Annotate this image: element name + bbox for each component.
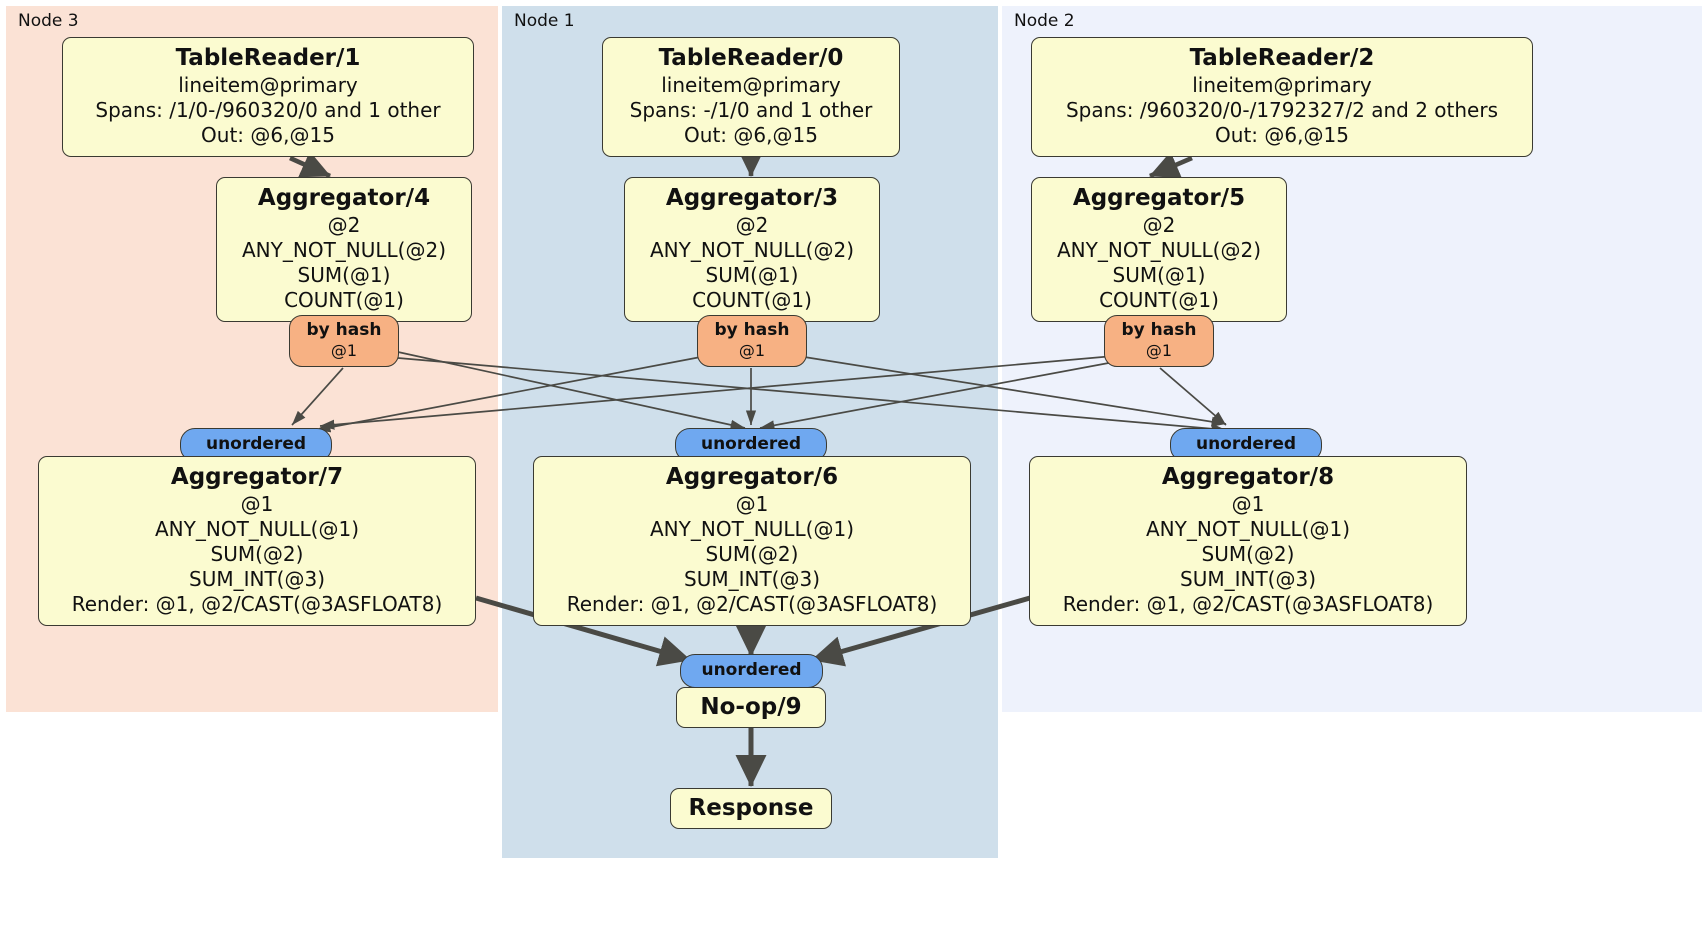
processor-detail-out: Out: @6,@15 [1215, 123, 1349, 147]
processor-detail-spans: Spans: /1/0-/960320/0 and 1 other [95, 98, 441, 122]
processor-detail-agg2: SUM(@2) [705, 542, 799, 566]
processor-title: Aggregator/8 [1161, 464, 1335, 490]
processor-aggregator-5[interactable]: Aggregator/5 @2 ANY_NOT_NULL(@2) SUM(@1)… [1031, 177, 1287, 322]
processor-title: TableReader/0 [658, 45, 844, 71]
processor-detail-table: lineitem@primary [1192, 73, 1372, 97]
processor-detail-agg1: ANY_NOT_NULL(@2) [650, 238, 854, 262]
processor-aggregator-8[interactable]: Aggregator/8 @1 ANY_NOT_NULL(@1) SUM(@2)… [1029, 456, 1467, 626]
processor-detail-spans: Spans: -/1/0 and 1 other [629, 98, 873, 122]
processor-detail-groupcol: @1 [1231, 492, 1265, 516]
processor-title: Aggregator/3 [665, 185, 839, 211]
processor-detail-agg2: SUM(@2) [210, 542, 304, 566]
processor-detail-render: Render: @1, @2/CAST(@3ASFLOAT8) [1062, 592, 1434, 616]
processor-detail-spans: Spans: /960320/0-/1792327/2 and 2 others [1065, 98, 1498, 122]
synchronizer-unordered-final[interactable]: unordered [680, 654, 823, 688]
processor-detail-out: Out: @6,@15 [201, 123, 335, 147]
processor-title: Aggregator/4 [257, 185, 431, 211]
router-column: @1 [738, 341, 766, 360]
processor-detail-agg3: COUNT(@1) [1099, 288, 1219, 312]
processor-aggregator-7[interactable]: Aggregator/7 @1 ANY_NOT_NULL(@1) SUM(@2)… [38, 456, 476, 626]
processor-detail-agg1: ANY_NOT_NULL(@1) [650, 517, 854, 541]
node-label-node2: Node 2 [1014, 11, 1075, 31]
processor-detail-agg2: SUM(@1) [297, 263, 391, 287]
router-by-hash-left[interactable]: by hash @1 [289, 315, 399, 367]
processor-table-reader-1[interactable]: TableReader/1 lineitem@primary Spans: /1… [62, 37, 474, 157]
processor-table-reader-2[interactable]: TableReader/2 lineitem@primary Spans: /9… [1031, 37, 1533, 157]
router-by-hash-center[interactable]: by hash @1 [697, 315, 807, 367]
processor-detail-table: lineitem@primary [178, 73, 358, 97]
processor-aggregator-3[interactable]: Aggregator/3 @2 ANY_NOT_NULL(@2) SUM(@1)… [624, 177, 880, 322]
processor-title: Aggregator/6 [665, 464, 839, 490]
processor-detail-agg3: COUNT(@1) [692, 288, 812, 312]
processor-title: TableReader/2 [1189, 45, 1375, 71]
processor-detail-agg2: SUM(@1) [1112, 263, 1206, 287]
node-label-node1: Node 1 [514, 11, 575, 31]
processor-title: Aggregator/7 [170, 464, 344, 490]
router-by-hash-right[interactable]: by hash @1 [1104, 315, 1214, 367]
node-label-node3: Node 3 [18, 11, 79, 31]
processor-detail-agg3: SUM_INT(@3) [189, 567, 325, 591]
processor-detail-table: lineitem@primary [661, 73, 841, 97]
processor-detail-groupcol: @2 [735, 213, 769, 237]
processor-table-reader-0[interactable]: TableReader/0 lineitem@primary Spans: -/… [602, 37, 900, 157]
processor-detail-render: Render: @1, @2/CAST(@3ASFLOAT8) [71, 592, 443, 616]
processor-aggregator-4[interactable]: Aggregator/4 @2 ANY_NOT_NULL(@2) SUM(@1)… [216, 177, 472, 322]
processor-detail-agg1: ANY_NOT_NULL(@2) [1057, 238, 1261, 262]
router-column: @1 [1145, 341, 1173, 360]
processor-detail-agg2: SUM(@2) [1201, 542, 1295, 566]
router-label: by hash [306, 320, 382, 340]
router-label: by hash [1121, 320, 1197, 340]
processor-title: Aggregator/5 [1072, 185, 1246, 211]
processor-no-op-9[interactable]: No-op/9 [676, 687, 826, 728]
processor-aggregator-6[interactable]: Aggregator/6 @1 ANY_NOT_NULL(@1) SUM(@2)… [533, 456, 971, 626]
processor-detail-groupcol: @1 [240, 492, 274, 516]
processor-detail-agg1: ANY_NOT_NULL(@1) [1146, 517, 1350, 541]
processor-detail-groupcol: @2 [327, 213, 361, 237]
processor-detail-agg3: COUNT(@1) [284, 288, 404, 312]
processor-detail-agg3: SUM_INT(@3) [1180, 567, 1316, 591]
processor-detail-agg1: ANY_NOT_NULL(@2) [242, 238, 446, 262]
router-label: by hash [714, 320, 790, 340]
processor-detail-render: Render: @1, @2/CAST(@3ASFLOAT8) [566, 592, 938, 616]
router-column: @1 [330, 341, 358, 360]
processor-detail-groupcol: @2 [1142, 213, 1176, 237]
processor-detail-out: Out: @6,@15 [684, 123, 818, 147]
processor-detail-agg1: ANY_NOT_NULL(@1) [155, 517, 359, 541]
processor-detail-agg2: SUM(@1) [705, 263, 799, 287]
processor-detail-agg3: SUM_INT(@3) [684, 567, 820, 591]
processor-title: TableReader/1 [175, 45, 361, 71]
processor-response[interactable]: Response [670, 788, 832, 829]
processor-detail-groupcol: @1 [735, 492, 769, 516]
